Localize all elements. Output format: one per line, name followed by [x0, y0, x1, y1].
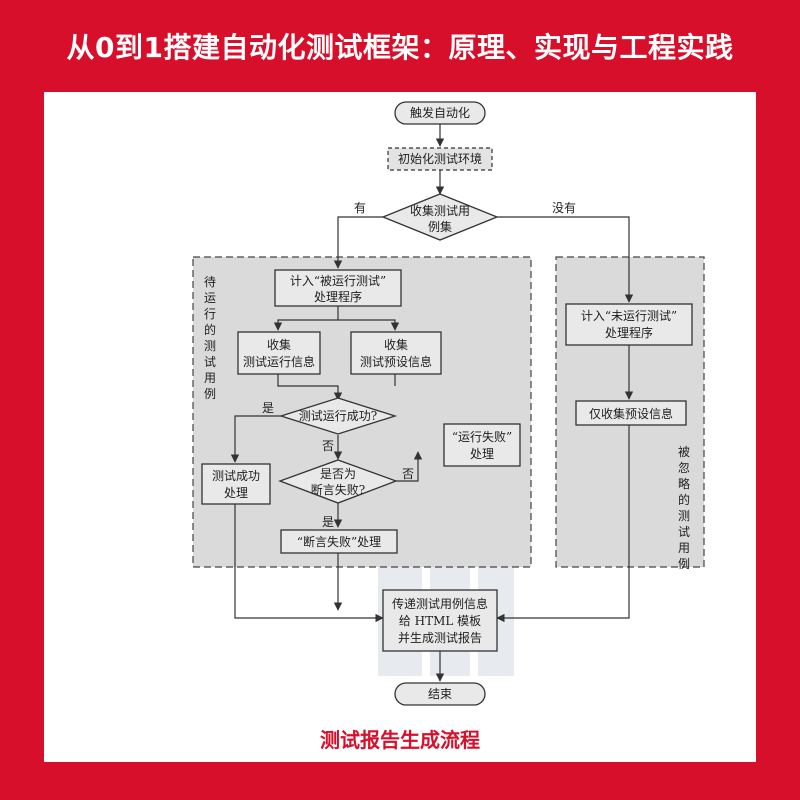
group-label-run-cases: 待 运 行 的 测 试 用 例	[204, 275, 216, 401]
edge-label-is: 是	[322, 515, 334, 529]
svg-text:测试预设信息: 测试预设信息	[360, 354, 432, 369]
group-char: 待	[204, 275, 216, 289]
node-end: 结束	[394, 682, 486, 706]
svg-text:处理程序: 处理程序	[314, 289, 362, 304]
node-init-env: 初始化测试环境	[387, 147, 493, 171]
svg-text:处理: 处理	[470, 447, 494, 461]
group-label-ignored-cases: 被 忽 略 的 测 试 用 例	[678, 445, 690, 571]
region-run-cases	[192, 256, 532, 568]
node-collect-run-info: 收集 测试运行信息	[237, 331, 321, 375]
node-count-run: 计入“被运行测试” 处理程序	[274, 269, 402, 307]
node-collect-cases: 收集测试用 例集	[381, 193, 499, 241]
edge-label-no: 没有	[552, 200, 576, 215]
flowchart: 待 运 行 的 测 试 用 例 被 忽 略 的 测 试 用 例	[192, 101, 705, 706]
svg-text:收集测试用: 收集测试用	[410, 203, 470, 218]
svg-text:传递测试用例信息: 传递测试用例信息	[392, 596, 488, 611]
edge-label-is: 是	[262, 401, 274, 415]
group-char: 试	[678, 524, 690, 539]
group-char: 测	[678, 509, 690, 523]
group-char: 略	[678, 476, 690, 491]
node-run-success: 测试运行成功?	[278, 397, 398, 435]
svg-text:例集: 例集	[428, 219, 452, 234]
content-panel: 待 运 行 的 测 试 用 例 被 忽 略 的 测 试 用 例	[44, 92, 756, 762]
svg-text:“运行失败”: “运行失败”	[452, 429, 512, 444]
svg-text:计入“未运行测试”: 计入“未运行测试”	[581, 308, 677, 323]
svg-text:结束: 结束	[428, 687, 452, 701]
group-char: 的	[678, 492, 690, 507]
node-pass-info: 传递测试用例信息 给 HTML 模板 并生成测试报告	[382, 589, 498, 652]
edges	[230, 124, 634, 682]
group-char: 试	[204, 354, 216, 369]
node-collect-preset-only: 仅收集预设信息	[575, 400, 687, 426]
node-run-fail: “运行失败” 处理	[443, 423, 521, 467]
svg-text:处理: 处理	[224, 486, 248, 500]
svg-text:测试成功: 测试成功	[212, 468, 260, 483]
svg-text:是否为: 是否为	[320, 467, 356, 481]
title-banner: 从0到1搭建自动化测试框架：原理、实现与工程实践	[0, 0, 800, 92]
edge-label-yes: 有	[354, 201, 366, 215]
edge-label-not: 否	[322, 439, 334, 453]
svg-text:仅收集预设信息: 仅收集预设信息	[589, 406, 673, 421]
figure-caption: 测试报告生成流程	[320, 728, 480, 752]
group-char: 例	[204, 387, 216, 401]
node-is-assert-fail: 是否为 断言失败?	[278, 459, 398, 504]
svg-text:收集: 收集	[267, 337, 291, 352]
edge-label-not: 否	[402, 467, 414, 481]
node-assert-fail: “断言失败”处理	[280, 529, 398, 554]
svg-text:收集: 收集	[384, 337, 408, 352]
svg-text:并生成测试报告: 并生成测试报告	[398, 630, 482, 645]
svg-text:“断言失败”处理: “断言失败”处理	[297, 534, 381, 549]
group-char: 运	[204, 291, 216, 305]
group-char: 用	[204, 371, 216, 385]
flowchart-figure: 待 运 行 的 测 试 用 例 被 忽 略 的 测 试 用 例	[138, 94, 750, 734]
svg-text:断言失败?: 断言失败?	[311, 482, 365, 497]
group-char: 被	[678, 445, 690, 459]
node-count-not-run: 计入“未运行测试” 处理程序	[565, 303, 693, 346]
node-collect-preset-info: 收集 测试预设信息	[350, 331, 442, 375]
group-char: 行	[204, 307, 216, 321]
node-test-success: 测试成功 处理	[201, 463, 271, 505]
page-title: 从0到1搭建自动化测试框架：原理、实现与工程实践	[66, 31, 734, 64]
svg-text:测试运行信息: 测试运行信息	[243, 354, 315, 369]
svg-text:测试运行成功?: 测试运行成功?	[299, 408, 377, 423]
group-char: 测	[204, 339, 216, 353]
group-char: 例	[678, 557, 690, 571]
group-char: 的	[204, 322, 216, 337]
group-char: 用	[678, 541, 690, 555]
group-char: 忽	[678, 460, 690, 475]
node-trigger: 触发自动化	[394, 101, 486, 125]
svg-text:处理程序: 处理程序	[605, 325, 653, 340]
svg-text:初始化测试环境: 初始化测试环境	[398, 151, 482, 166]
svg-text:触发自动化: 触发自动化	[410, 105, 470, 120]
svg-text:计入“被运行测试”: 计入“被运行测试”	[290, 273, 386, 288]
svg-text:给 HTML 模板: 给 HTML 模板	[399, 614, 481, 628]
